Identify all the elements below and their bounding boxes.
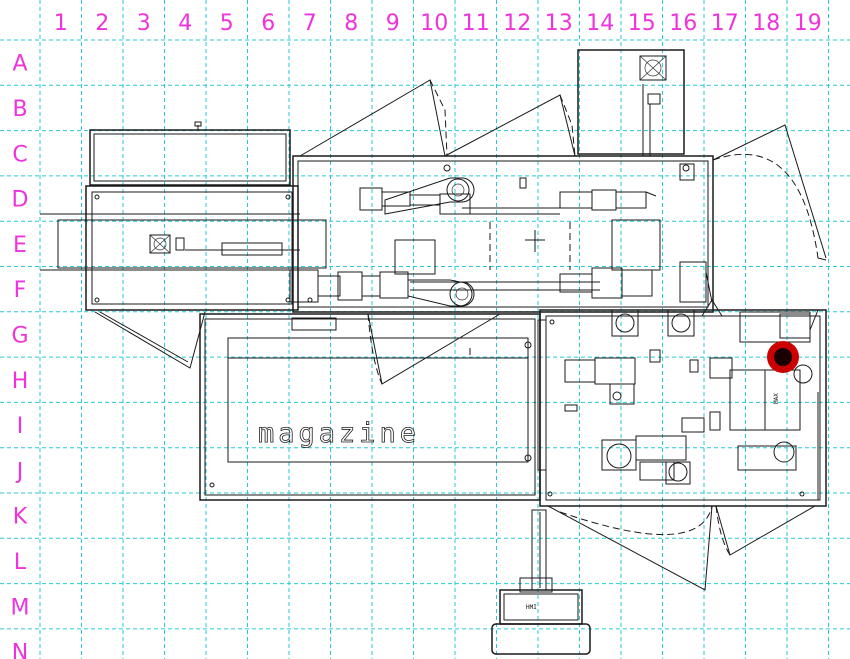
right-lower-assembly: MAX bbox=[537, 309, 827, 507]
column-label-6: 6 bbox=[261, 11, 275, 36]
column-label-12: 12 bbox=[503, 11, 531, 36]
column-label-9: 9 bbox=[386, 11, 400, 36]
column-label-18: 18 bbox=[752, 11, 780, 36]
magazine-unit: magazine bbox=[199, 313, 541, 501]
column-label-17: 17 bbox=[711, 11, 739, 36]
hmi-panel: HMI bbox=[491, 577, 591, 655]
lower-drive-assembly bbox=[289, 219, 723, 317]
column-label-13: 13 bbox=[545, 11, 573, 36]
column-label-7: 7 bbox=[303, 11, 317, 36]
row-label-B: B bbox=[12, 97, 27, 122]
hmi-label: HMI bbox=[526, 604, 537, 611]
row-label-D: D bbox=[12, 188, 29, 213]
left-conveyor bbox=[40, 121, 327, 369]
column-label-10: 10 bbox=[420, 11, 448, 36]
column-label-1: 1 bbox=[54, 11, 68, 36]
column-label-11: 11 bbox=[462, 11, 490, 36]
row-label-E: E bbox=[13, 233, 27, 258]
max-label: MAX bbox=[773, 393, 780, 404]
row-label-I: I bbox=[17, 414, 24, 439]
row-label-H: H bbox=[12, 369, 29, 394]
column-label-2: 2 bbox=[95, 11, 109, 36]
fan-box-left bbox=[149, 234, 171, 254]
row-label-N: N bbox=[12, 641, 28, 659]
row-label-F: F bbox=[14, 278, 27, 303]
column-label-14: 14 bbox=[586, 11, 614, 36]
row-label-A: A bbox=[12, 52, 27, 77]
row-label-J: J bbox=[15, 459, 24, 484]
column-label-8: 8 bbox=[344, 11, 358, 36]
column-label-5: 5 bbox=[220, 11, 234, 36]
column-label-19: 19 bbox=[794, 11, 822, 36]
row-label-L: L bbox=[14, 550, 27, 575]
row-label-C: C bbox=[12, 142, 27, 167]
row-label-G: G bbox=[11, 323, 28, 348]
marker-center bbox=[774, 348, 792, 366]
column-label-4: 4 bbox=[178, 11, 192, 36]
central-frame bbox=[292, 49, 827, 313]
upper-drive-assembly bbox=[359, 177, 657, 215]
row-label-K: K bbox=[13, 505, 28, 530]
column-label-15: 15 bbox=[628, 11, 656, 36]
column-label-16: 16 bbox=[669, 11, 697, 36]
magazine-label: magazine bbox=[258, 418, 420, 449]
row-label-M: M bbox=[11, 595, 30, 620]
bottom-guards bbox=[531, 505, 816, 591]
column-label-3: 3 bbox=[137, 11, 151, 36]
